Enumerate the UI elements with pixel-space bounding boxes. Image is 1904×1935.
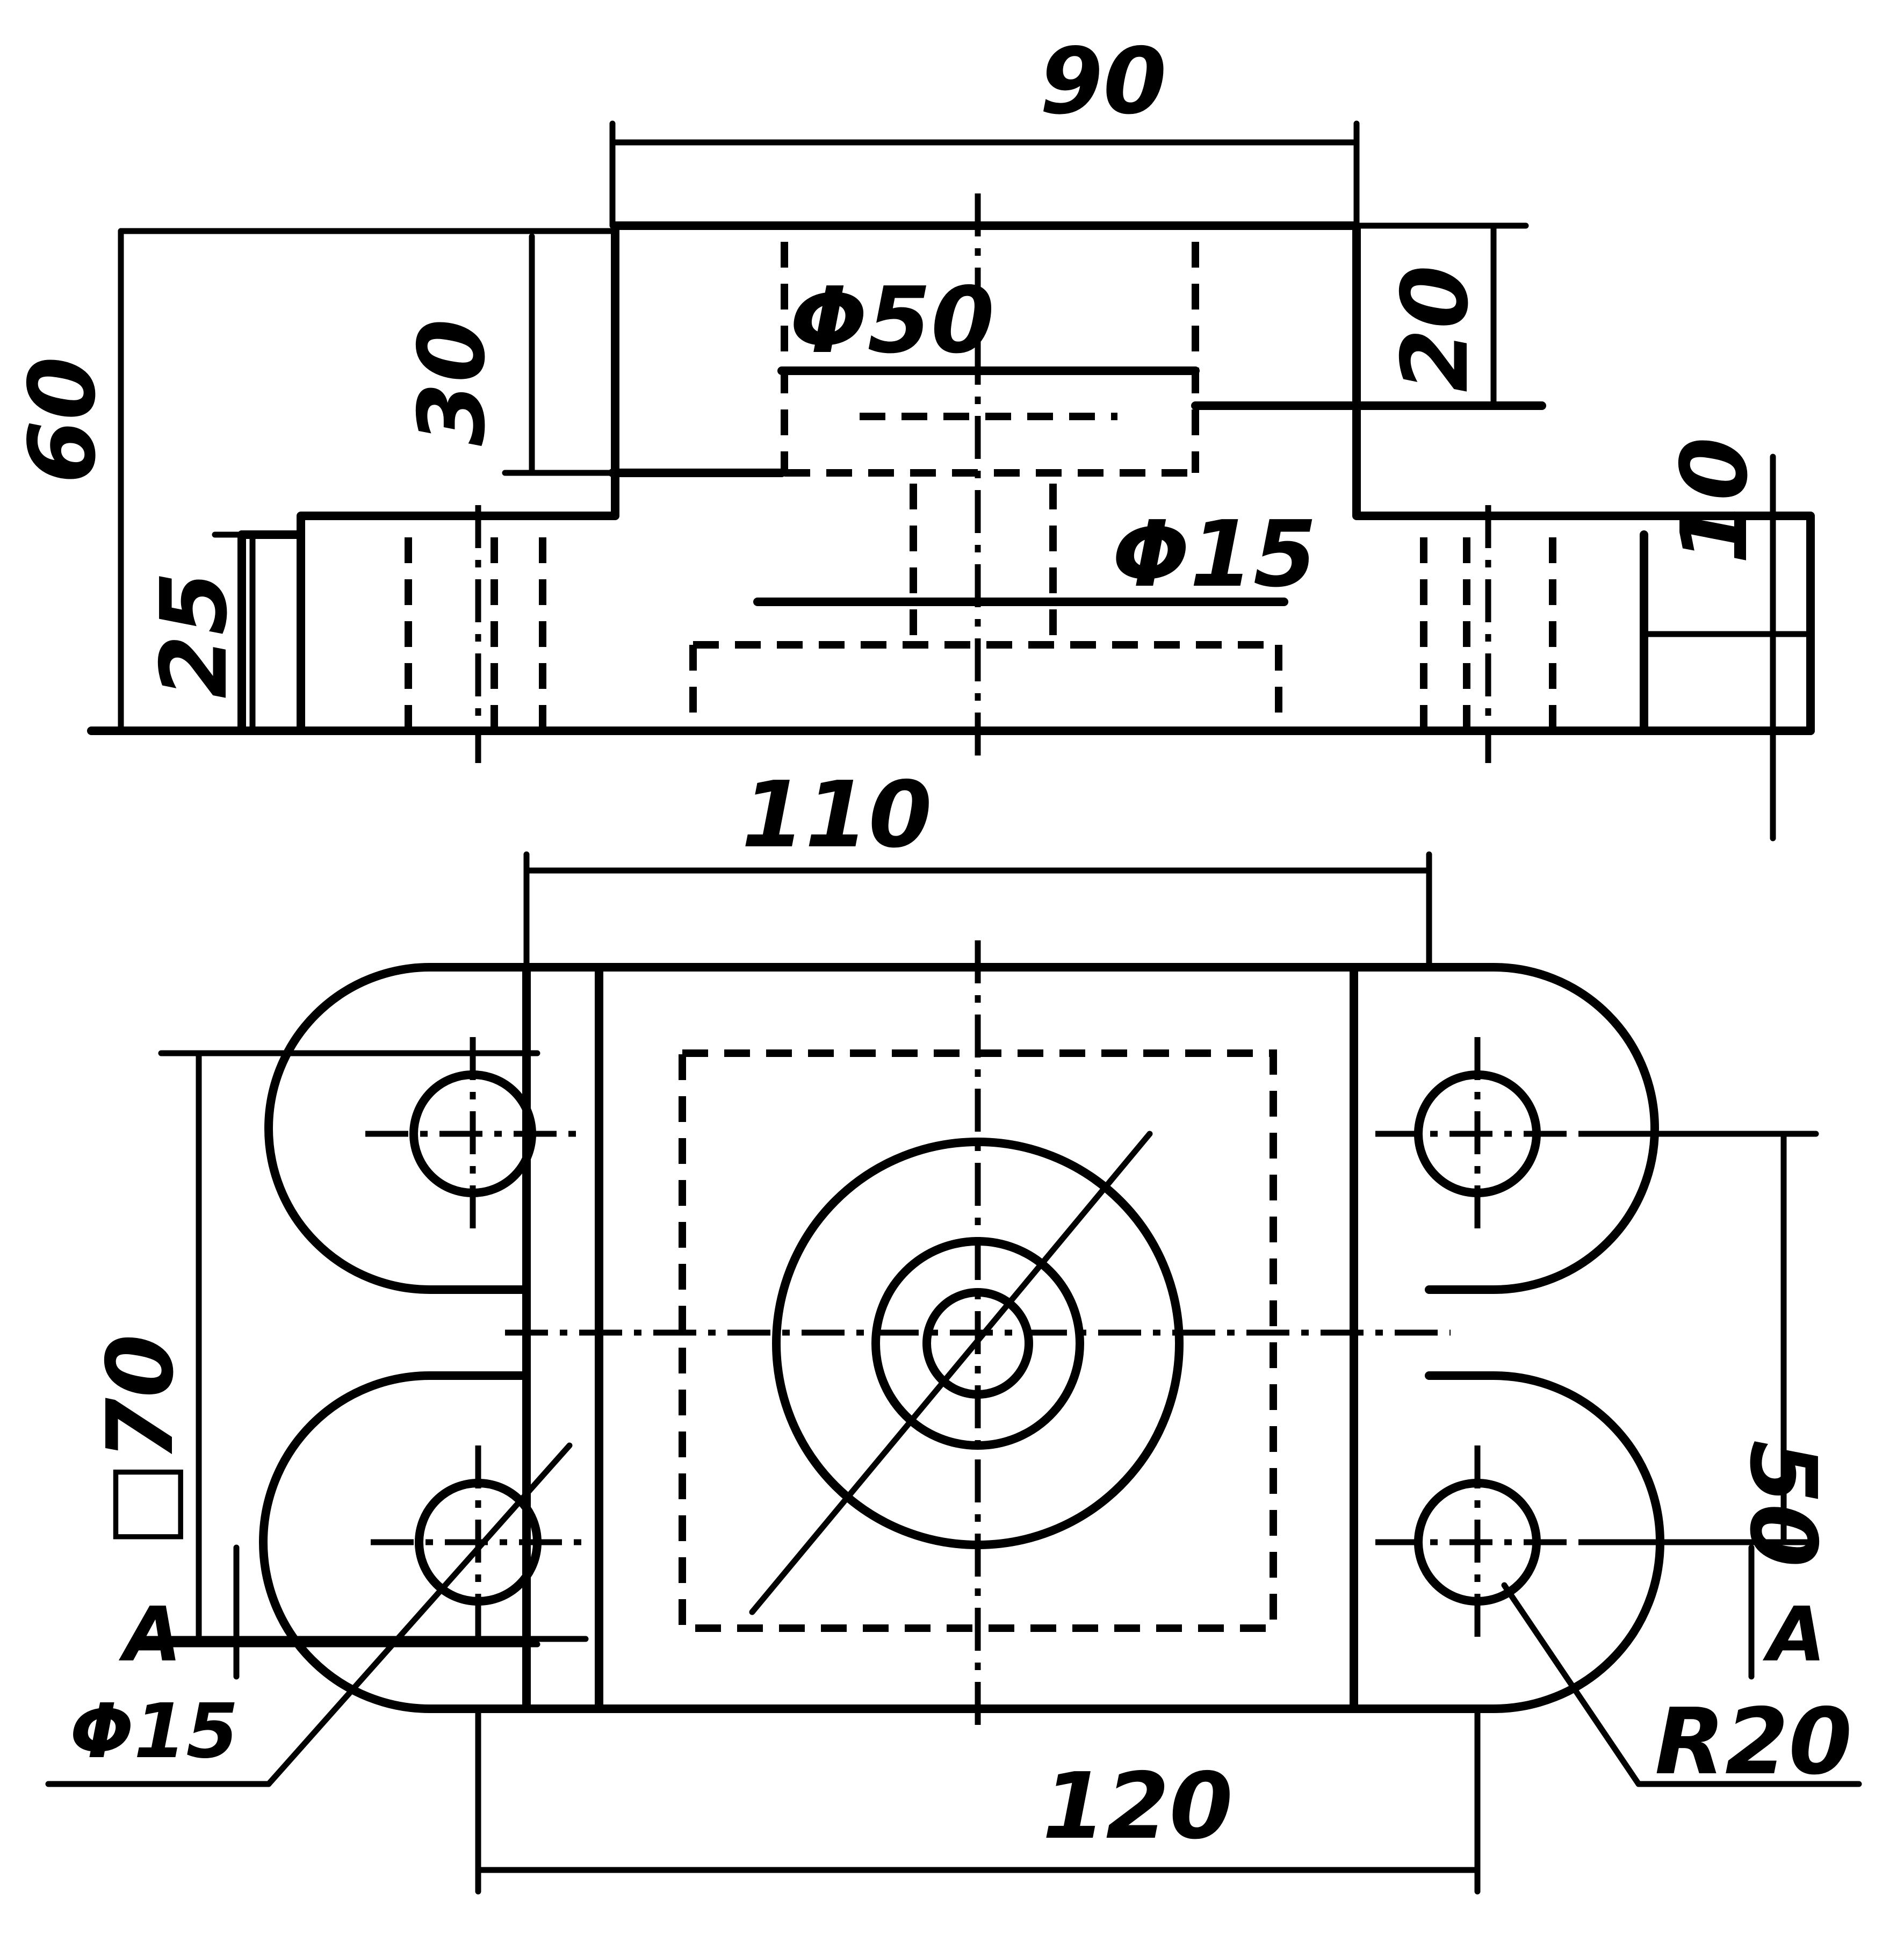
dim-60: 60 [10, 356, 116, 484]
dim-20: 20 [1382, 265, 1489, 392]
top-dimension-lines [131, 851, 1819, 1895]
dim-square-70: □70 [88, 1334, 194, 1548]
left-lower-lug [259, 1371, 531, 1713]
right-upper-lug [1350, 963, 1659, 1294]
dim-phi15-front: Φ15 [1112, 501, 1317, 608]
dim-r20: R20 [1655, 1689, 1852, 1795]
front-view [87, 120, 1815, 841]
hole-centerlines [365, 1037, 1585, 1639]
dim-10: 10 [1662, 437, 1768, 564]
left-upper-lug [264, 963, 531, 1294]
front-hidden-bore [689, 242, 1282, 731]
dim-90: 90 [1040, 28, 1167, 135]
top-view-body [522, 963, 1358, 1713]
leader-center [749, 1131, 1153, 1615]
dim-phi50: Φ50 [790, 268, 994, 374]
leader-r20 [1501, 1582, 1642, 1787]
dim-phi15-top: Φ15 [70, 1688, 239, 1775]
section-label-right: A [1762, 1591, 1826, 1679]
dim-120: 120 [1042, 1753, 1233, 1860]
leader-phi15-left [265, 1442, 573, 1787]
dim-50: 50 [1729, 1440, 1836, 1567]
dim-30: 30 [399, 319, 506, 446]
front-dimension-lines [118, 120, 1814, 841]
dim-25: 25 [141, 571, 248, 699]
section-label-left: A [118, 1591, 182, 1679]
dim-110: 110 [741, 762, 932, 868]
top-view [45, 851, 1862, 1895]
front-hidden-holes [405, 537, 1556, 728]
